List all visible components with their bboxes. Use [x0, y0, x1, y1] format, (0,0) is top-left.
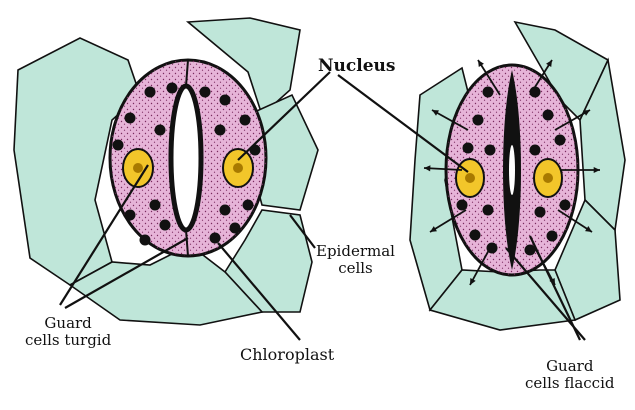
chloroplast-dot: [160, 220, 171, 231]
label-guard-turgid: Guard cells turgid: [25, 315, 111, 349]
chloroplast-dot: [125, 113, 136, 124]
label-nucleus: Nucleus: [318, 58, 395, 75]
chloroplast-dot: [543, 110, 554, 121]
chloroplast-dot: [145, 87, 156, 98]
chloroplast-dot: [230, 223, 241, 234]
chloroplast-dot: [470, 230, 481, 241]
chloroplast-dot: [167, 83, 178, 94]
label-guard-flaccid-line2: cells flaccid: [525, 375, 615, 392]
chloroplast-dot: [215, 125, 226, 136]
chloroplast-dot: [483, 87, 494, 98]
chloroplast-dot: [555, 135, 566, 146]
label-epidermal-line1: Epidermal: [316, 243, 395, 260]
chloroplast-dot: [473, 115, 484, 126]
chloroplast-dot: [457, 200, 468, 211]
label-guard-flaccid-line1: Guard: [525, 358, 615, 375]
chloroplast-dot: [240, 115, 251, 126]
label-guard-turgid-line2: cells turgid: [25, 332, 111, 349]
chloroplast-dot: [210, 233, 221, 244]
chloroplast-dot: [547, 231, 558, 242]
label-epidermal-cells: Epidermal cells: [316, 243, 395, 277]
chloroplast-dot: [113, 140, 124, 151]
chloroplast-dot: [150, 200, 161, 211]
label-guard-turgid-line1: Guard: [25, 315, 111, 332]
chloroplast-dot: [243, 200, 254, 211]
chloroplast-dot: [220, 205, 231, 216]
chloroplast-dot: [483, 205, 494, 216]
chloroplast-dot: [200, 87, 211, 98]
chloroplast-dot: [560, 200, 571, 211]
label-guard-flaccid: Guard cells flaccid: [525, 358, 615, 392]
chloroplast-dot: [463, 143, 474, 154]
chloroplast-dot: [485, 145, 496, 156]
chloroplast-dot: [155, 125, 166, 136]
label-chloroplast: Chloroplast: [240, 346, 334, 363]
chloroplast-dot: [535, 207, 546, 218]
stomatal-pore: [171, 86, 201, 230]
chloroplast-dot: [220, 95, 231, 106]
chloroplast-dot: [530, 145, 541, 156]
label-epidermal-line2: cells: [316, 260, 395, 277]
left-guard-cells: [110, 60, 266, 256]
chloroplast-dot: [140, 235, 151, 246]
chloroplast-dot: [125, 210, 136, 221]
